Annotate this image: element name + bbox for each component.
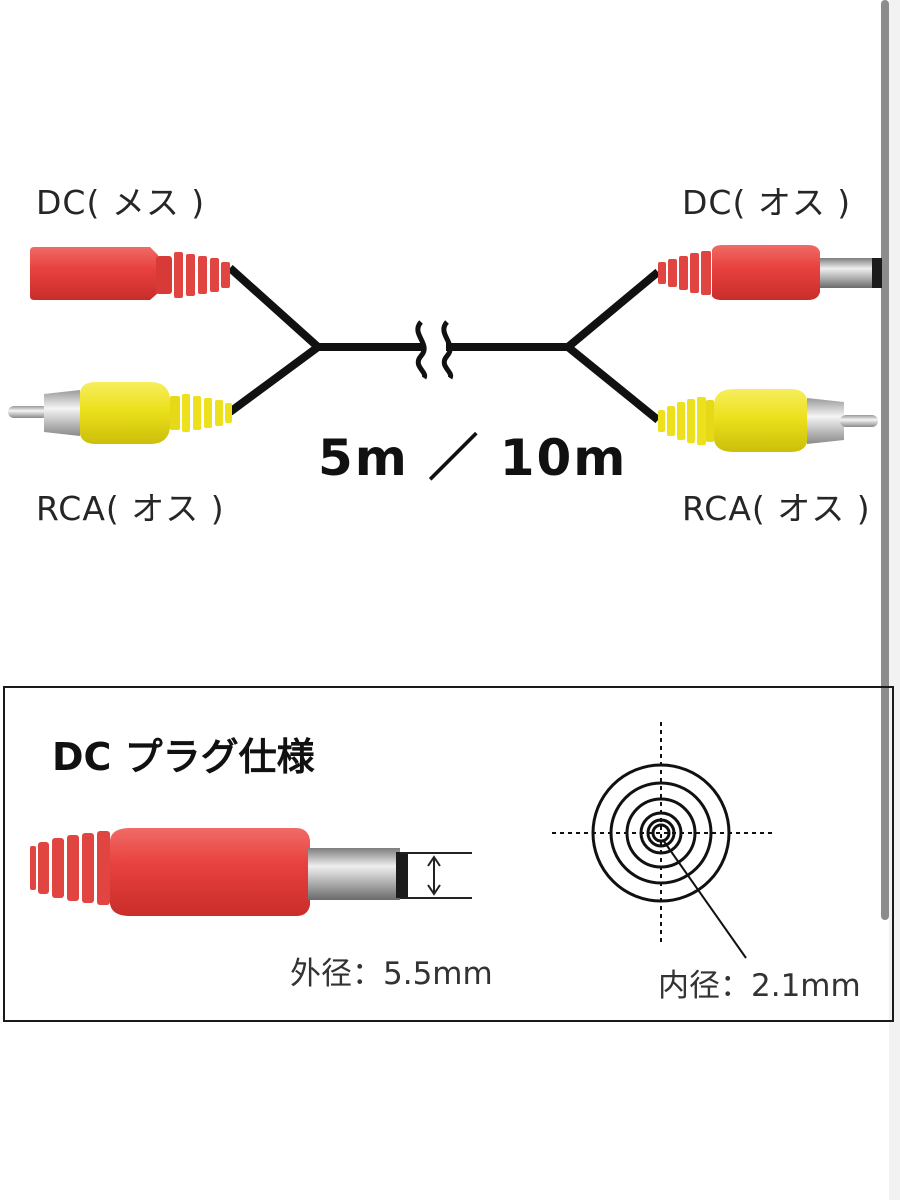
dc-plug-detail xyxy=(30,828,472,916)
cable-wire xyxy=(227,265,321,350)
cable-length-label: 5m ／ 10m xyxy=(318,429,628,487)
cable-wires xyxy=(227,265,661,424)
scrollbar[interactable] xyxy=(881,0,889,920)
right-gutter xyxy=(889,0,900,1200)
cable-wire xyxy=(227,343,321,416)
rca-left-label: RCA( オス ) xyxy=(36,489,225,528)
cable-break-mark xyxy=(441,320,454,380)
rca-right-plug xyxy=(658,389,878,452)
rca-left-plug xyxy=(8,382,232,444)
plug-cross-section xyxy=(552,722,776,959)
dc-plug-spec-box xyxy=(3,686,894,1022)
cable-break-mark xyxy=(415,320,428,380)
inner-diameter-label: 内径：2.1mm xyxy=(658,968,861,1004)
cable-wire xyxy=(565,268,661,351)
dc-female-plug xyxy=(30,247,230,300)
outer-diameter-label: 外径：5.5mm xyxy=(290,956,493,992)
rca-right-label: RCA( オス ) xyxy=(682,489,871,528)
cable-wire xyxy=(565,343,661,424)
spec-title: DC プラグ仕様 xyxy=(52,735,315,779)
dc-male-label: DC( オス ) xyxy=(682,183,852,222)
dc-male-plug xyxy=(658,245,882,300)
dc-female-label: DC( メス ) xyxy=(36,183,206,222)
